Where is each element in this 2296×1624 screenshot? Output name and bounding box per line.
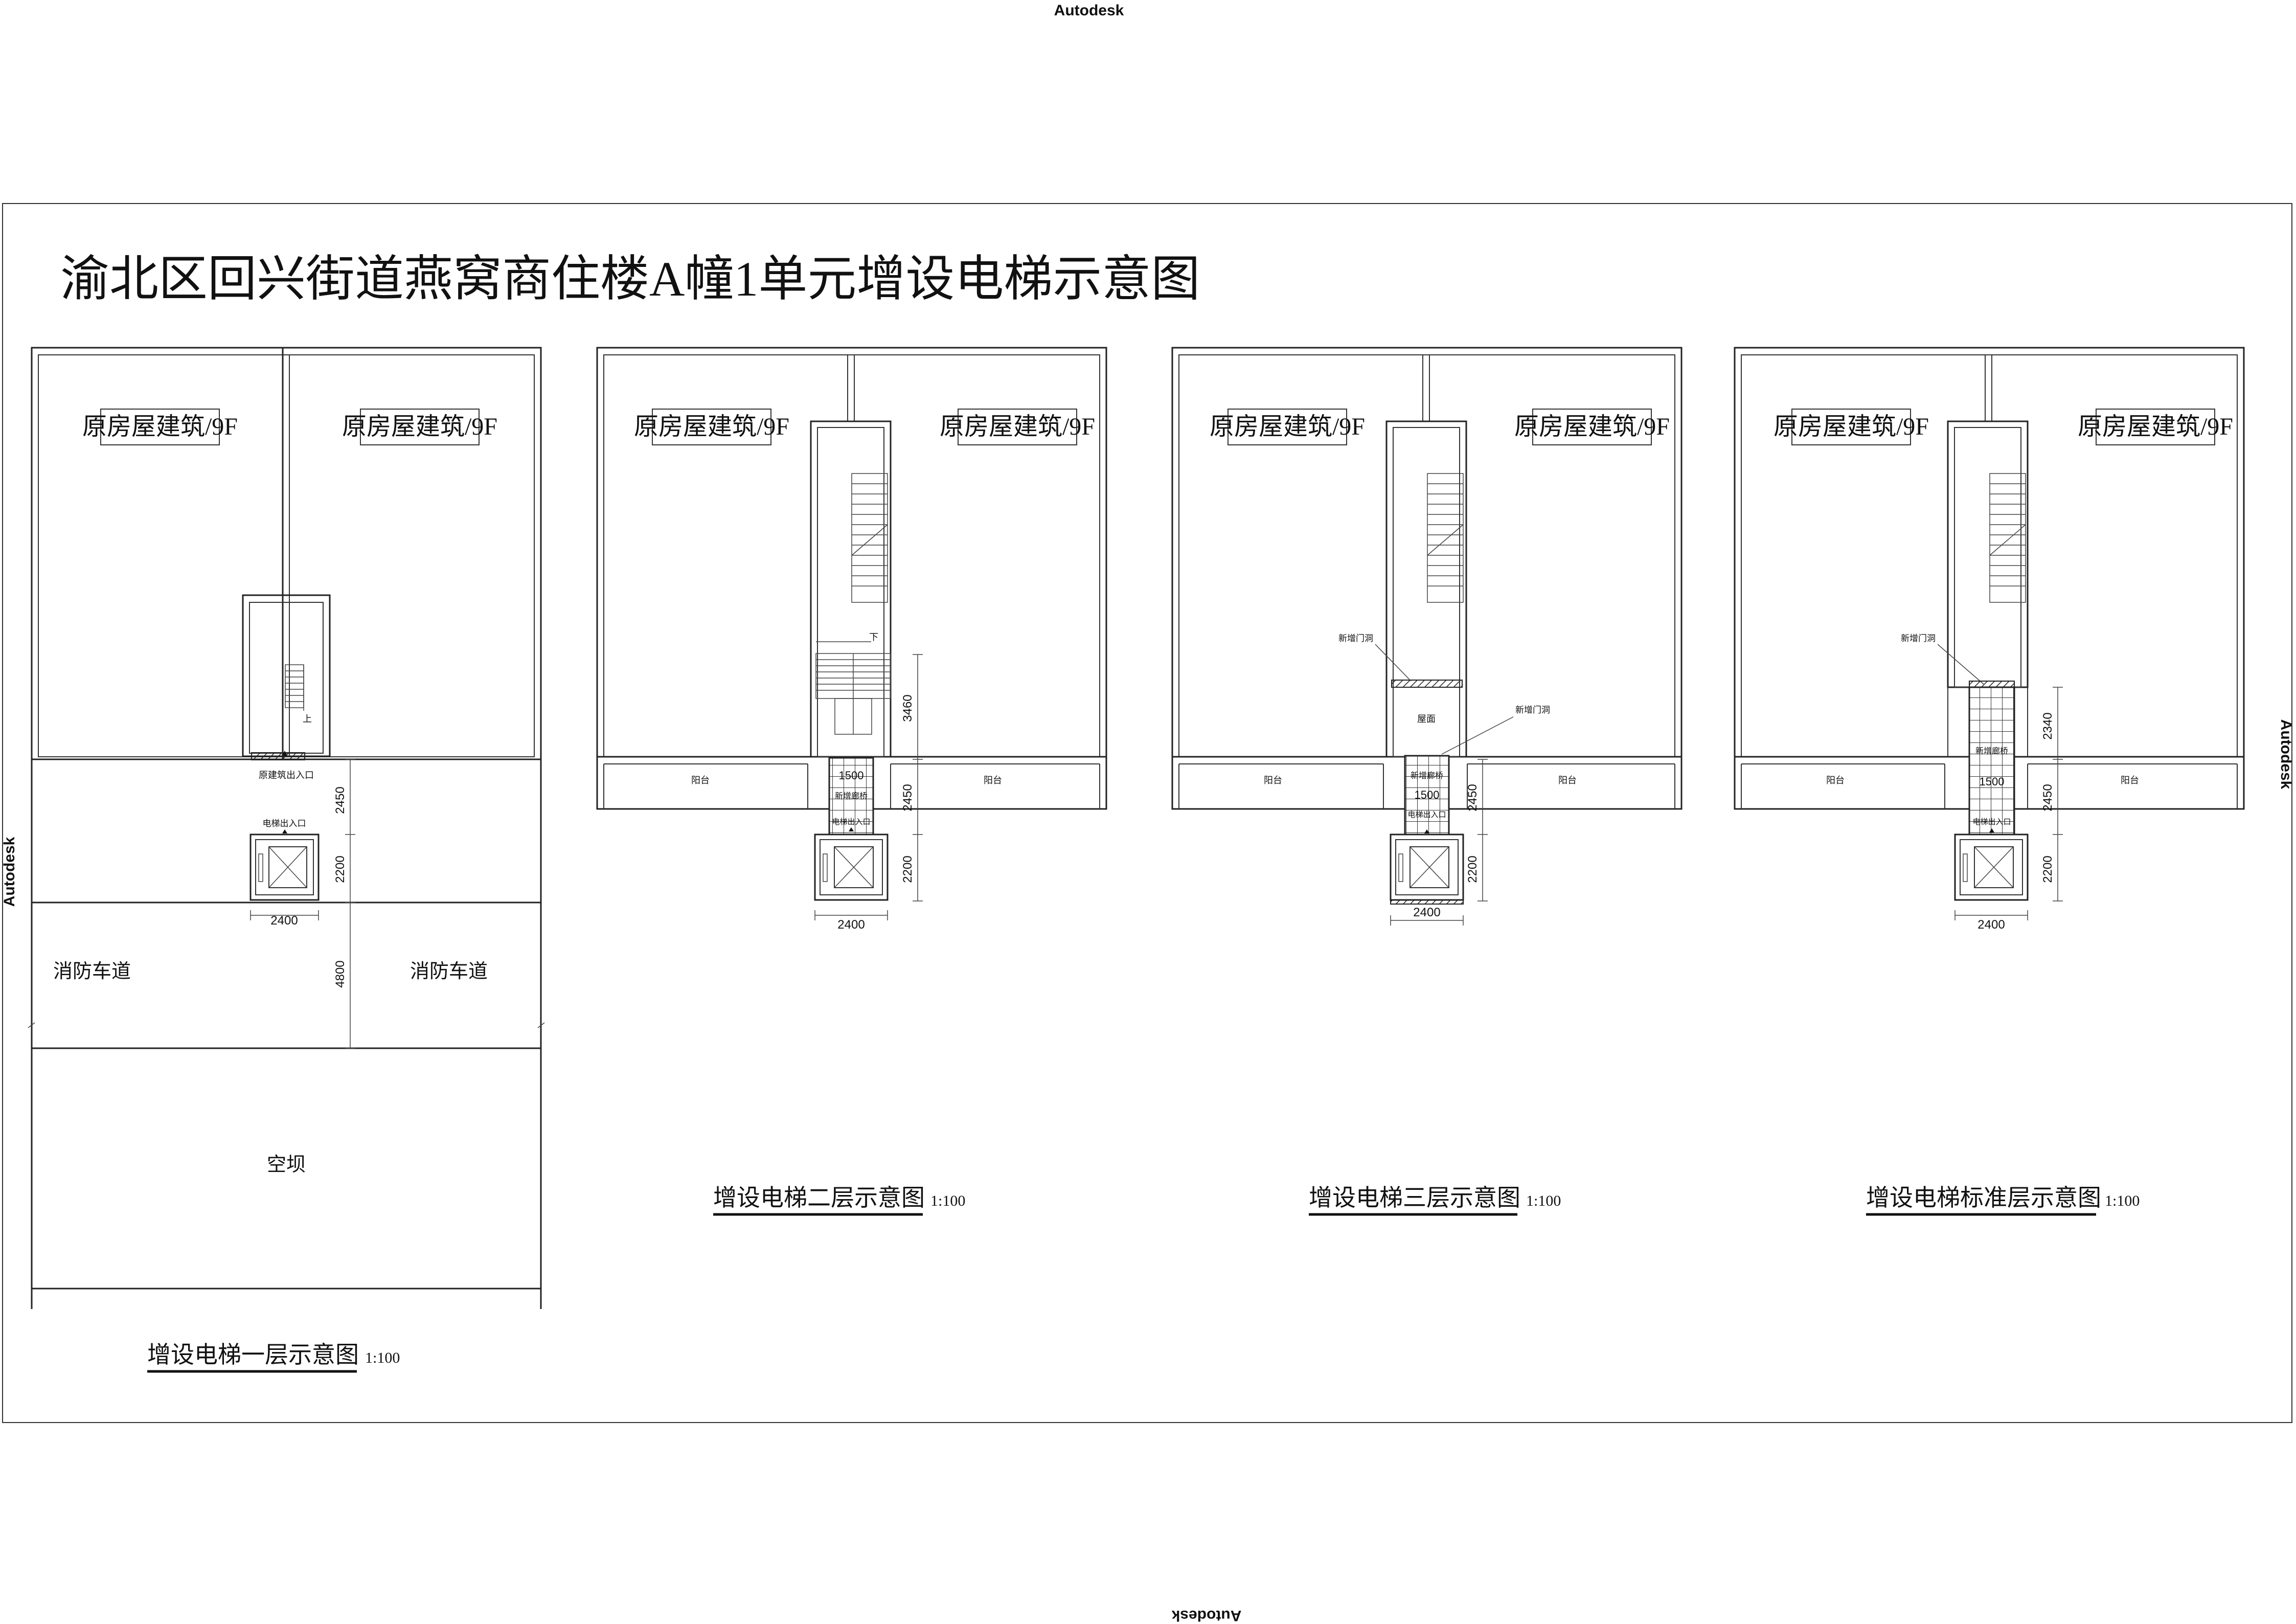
floor3-label-elevator-entry: 电梯出入口 [1407,810,1446,819]
floor1-stair-icon [285,664,304,711]
floor3-label-building-left: 原房屋建筑/9F [1210,413,1365,440]
floor3-plan: 原房屋建筑/9F 原房屋建筑/9F 新增门洞 屋面 新增门洞 新增廊桥 1500… [1171,347,1683,1216]
caption-floor2-scale: 1:100 [930,1192,965,1209]
caption-floor3-scale: 1:100 [1526,1192,1561,1209]
standard-label-building-left: 原房屋建筑/9F [1774,413,1929,440]
floor1-label-fire-lane-left: 消防车道 [53,961,131,982]
standard-label-elevator-entry: 电梯出入口 [1972,818,2011,826]
floor1-elevator-shaft [249,833,320,901]
floor3-dim-2450: 2450 [1466,784,1480,811]
floor2-label-balcony-left: 阳台 [691,775,710,785]
floor3-elevator-shaft [1390,833,1464,905]
standard-dim-2200: 2200 [2041,855,2055,883]
caption-floor1-scale: 1:100 [365,1349,400,1366]
standard-new-corridor [1968,686,2015,836]
standard-dim-2340: 2340 [2041,712,2055,739]
floor1-label-building-right: 原房屋建筑/9F [342,413,497,440]
floor2-dim-2450: 2450 [901,784,915,811]
floor2-label-building-right: 原房屋建筑/9F [940,413,1095,440]
floor3-label-new-door-2: 新增门洞 [1515,705,1550,715]
standard-label-corridor: 新增廊桥 [1975,747,2008,756]
standard-elevator-shaft [1954,833,2029,901]
floor2-dim-2200: 2200 [901,855,915,883]
drawing-title: 渝北区回兴街道燕窝商住楼A幢1单元增设电梯示意图 [60,252,1200,306]
standard-upper-stair [1989,473,2026,603]
floor3-upper-stair [1427,473,1464,603]
floor2-label-elevator-entry: 电梯出入口 [832,818,870,826]
standard-label-building-right: 原房屋建筑/9F [2078,413,2233,440]
standard-label-new-door: 新增门洞 [1901,634,1936,643]
floor3-label-corridor: 新增廊桥 [1411,771,1443,780]
floor1-plan: 原房屋建筑/9F 原房屋建筑/9F 上 原建筑出入口 [28,347,545,1373]
floor2-upper-stair [851,473,888,603]
floor1-label-open-space: 空坝 [267,1154,306,1176]
sheet-frame [2,203,2292,1423]
watermark-left: Autodesk [1,837,18,907]
floor2-label-building-left: 原房屋建筑/9F [634,413,789,440]
floor2-lower-stair [815,641,891,735]
floor2-elevator-shaft [814,833,889,901]
floor1-dim-2400: 2400 [270,914,298,928]
floor1-label-elevator-entry: 电梯出入口 [263,819,306,828]
floor2-dim-2400: 2400 [837,918,865,932]
floor2-dim-1500: 1500 [839,769,864,782]
floor3-label-new-door: 新增门洞 [1338,634,1373,643]
floor3-label-building-right: 原房屋建筑/9F [1514,413,1670,440]
floor1-entry-arrow [282,751,287,756]
floor2-dim-3460: 3460 [901,694,915,721]
floor3-dim-2400: 2400 [1413,906,1440,919]
standard-dim-2450: 2450 [2041,784,2055,811]
floor2-stair-down: 下 [869,632,878,642]
floor3-dim-2200: 2200 [1466,855,1480,883]
floor3-dim-1500: 1500 [1415,788,1440,801]
floor2-label-balcony-right: 阳台 [984,775,1002,785]
standard-label-balcony-right: 阳台 [2121,775,2139,785]
floor1-label-fire-lane-right: 消防车道 [410,961,488,982]
floor1-dim-4800: 4800 [333,960,347,987]
floor1-label-orig-entry: 原建筑出入口 [259,770,314,780]
floor1-dim-2200: 2200 [333,855,347,883]
standard-floor-plan: 原房屋建筑/9F 原房屋建筑/9F 新增门洞 新增廊桥 1500 电梯出入口 阳… [1734,347,2245,1216]
floor2-plan: 原房屋建筑/9F 原房屋建筑/9F 下 新增廊桥 1500 [596,347,1107,1216]
standard-dim-2400: 2400 [1977,918,2005,932]
floor3-label-roof: 屋面 [1417,714,1436,724]
caption-floor1: 增设电梯一层示意图 [147,1342,359,1368]
floor3-new-corridor [1404,755,1450,836]
floor1-dim-2450: 2450 [333,786,347,814]
caption-floor2: 增设电梯二层示意图 [713,1185,925,1211]
floor3-label-balcony-left: 阳台 [1264,775,1282,785]
standard-label-balcony-left: 阳台 [1826,775,1845,785]
watermark-top: Autodesk [1054,2,1124,19]
floor2-label-corridor: 新增廊桥 [835,792,868,801]
floor1-label-building-left: 原房屋建筑/9F [82,413,238,440]
caption-standard: 增设电梯标准层示意图 [1866,1185,2101,1211]
caption-floor3: 增设电梯三层示意图 [1309,1185,1520,1211]
floor1-stair-up: 上 [303,714,312,724]
floor3-label-balcony-right: 阳台 [1558,775,1577,785]
floor2-new-corridor [828,757,874,836]
watermark-bottom: Autodesk [1171,1607,1241,1624]
caption-standard-scale: 1:100 [2105,1192,2140,1209]
standard-dim-1500: 1500 [1980,775,2005,788]
